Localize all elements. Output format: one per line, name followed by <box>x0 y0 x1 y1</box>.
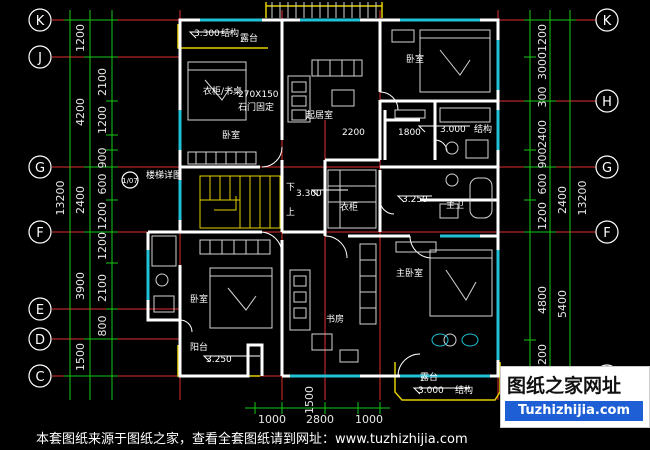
axis-J-left: J <box>37 51 42 66</box>
rdim-300: 300 <box>536 87 549 108</box>
windows <box>146 18 500 378</box>
elev-sw: 3.250 <box>206 355 232 365</box>
beam-size: 270X150 <box>238 90 279 100</box>
ldim-13200: 13200 <box>54 181 67 216</box>
watermark-en: Tuzhizhijia.com <box>505 401 643 421</box>
ldim-3900: 3900 <box>74 272 87 300</box>
rdim-600: 600 <box>536 174 549 195</box>
wardrobe-note: 衣柜/书桌 <box>203 85 242 97</box>
axis-C-left: C <box>35 370 44 385</box>
axis-F-right: F <box>603 226 610 241</box>
rdim-1200b: 1200 <box>536 202 549 230</box>
ldim-1200d: 1200 <box>96 232 109 260</box>
dimension-lines <box>64 10 576 414</box>
axis-K-right: K <box>603 14 612 29</box>
ldim-4200: 4200 <box>74 98 87 126</box>
axis-K-left: K <box>36 14 45 29</box>
study-label: 书房 <box>326 313 344 325</box>
left-dimension-texts: 1200 2100 1200 900 600 1200 1200 2100 80… <box>54 24 109 371</box>
axis-F-left: F <box>36 226 43 241</box>
axis-G-right: G <box>602 161 612 176</box>
elev-terrace: 3.000 <box>418 386 444 396</box>
stair-note: 楼梯详图 <box>146 169 182 181</box>
right-dimension-texts: 1200 3000 300 2400 900 600 1200 4800 120… <box>536 24 589 372</box>
terrace-label: 露台 <box>420 371 438 383</box>
elev-top: 3.300 <box>194 29 220 39</box>
door-arcs <box>179 91 448 377</box>
elev-bath: 3.250 <box>402 195 428 205</box>
ldim-2100a: 2100 <box>96 68 109 96</box>
stair-up: 上 <box>286 207 295 218</box>
rdim-2400b: 2400 <box>556 186 569 214</box>
bottom-dimension-texts: 1000 1500 2800 1000 <box>258 386 383 426</box>
furniture <box>151 29 493 363</box>
bdim-1500: 1500 <box>303 386 316 414</box>
elev-stair: 3.300 <box>296 189 322 199</box>
room-labels: 3.300 结构 露台 衣柜/书桌 270X150 石门固定 卧室 起居室 22… <box>146 27 492 396</box>
ldim-900: 900 <box>96 148 109 169</box>
elev-top-note: 结构 <box>221 27 239 39</box>
rdim-4800: 4800 <box>536 286 549 314</box>
ldim-2400: 2400 <box>74 186 87 214</box>
bdim-1000b: 1000 <box>355 413 383 426</box>
elev-ne-note: 结构 <box>474 123 492 135</box>
bdim-1000a: 1000 <box>258 413 286 426</box>
rdim-5400: 5400 <box>556 290 569 318</box>
rdim-900: 900 <box>536 148 549 169</box>
ldim-1500: 1500 <box>74 343 87 371</box>
elev-terrace-note: 结构 <box>455 384 473 396</box>
ldim-2100b: 2100 <box>96 274 109 302</box>
axis-marker-label: 1/07 <box>122 177 138 185</box>
ldim-1200a: 1200 <box>74 24 87 52</box>
top-stair-hatch <box>271 2 377 18</box>
elevation-markers <box>188 31 470 395</box>
elev-ne: 3.000 <box>440 125 466 135</box>
bdim-2800: 2800 <box>306 413 334 426</box>
watermark-cn: 图纸之家网址 <box>507 375 622 397</box>
axis-E-left: E <box>36 303 44 318</box>
balcony-top-label: 露台 <box>240 32 258 44</box>
living-label: 起居室 <box>306 109 333 121</box>
rdim-13200: 13200 <box>576 181 589 216</box>
staircase <box>199 175 281 229</box>
bath-label: 主卫 <box>446 199 464 211</box>
rdim-2400a: 2400 <box>536 120 549 148</box>
ldim-600: 600 <box>96 174 109 195</box>
closet-label: 衣柜 <box>340 201 358 213</box>
bedroom-sw-label: 卧室 <box>190 293 208 305</box>
dim-1800: 1800 <box>398 128 421 138</box>
axis-H-right: H <box>602 95 612 110</box>
axis-D-left: D <box>35 333 45 348</box>
beam-note: 石门固定 <box>238 101 274 113</box>
balcony-sw-label: 阳台 <box>190 341 208 353</box>
footer-note: 本套图纸来源于图纸之家，查看全套图纸请到网址：www.tuzhizhijia.c… <box>36 432 468 447</box>
axis-G-left: G <box>35 161 45 176</box>
master-label: 主卧室 <box>396 267 423 279</box>
rdim-1200c: 1200 <box>536 344 549 372</box>
rdim-1200a: 1200 <box>536 24 549 52</box>
bedroom-ne-label: 卧室 <box>406 53 424 65</box>
rdim-3000: 3000 <box>536 52 549 80</box>
stair-down: 下 <box>286 183 295 193</box>
ldim-1200c: 1200 <box>96 202 109 230</box>
ldim-800: 800 <box>96 316 109 337</box>
ldim-1200b: 1200 <box>96 106 109 134</box>
dim-2200: 2200 <box>342 128 365 138</box>
watermark-badge: 图纸之家网址 Tuzhizhijia.com <box>500 366 650 428</box>
bedroom-nw-label: 卧室 <box>222 129 240 141</box>
